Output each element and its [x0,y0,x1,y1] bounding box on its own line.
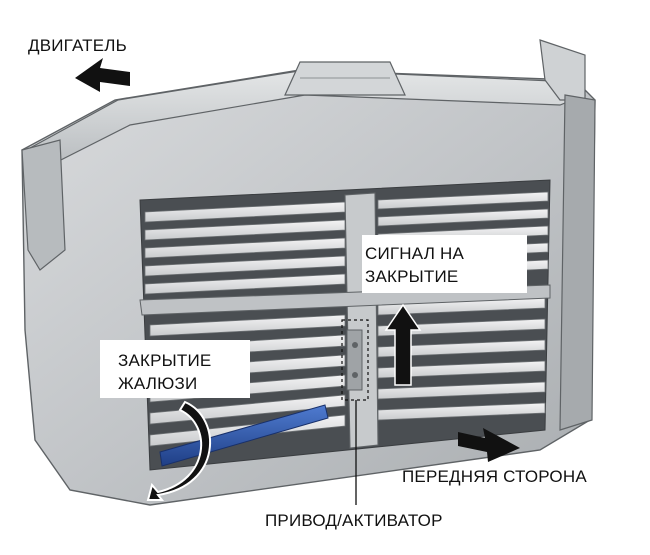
engine-direction-arrow [75,58,130,92]
front-side-label: ПЕРЕДНЯЯ СТОРОНА [402,467,587,486]
louver-slat [377,208,549,227]
shutter-close-label-line2: ЖАЛЮЗИ [118,374,198,393]
louver-slat [377,360,546,379]
louver-slat [377,381,546,400]
signal-close-label-line2: ЗАКРЫТИЕ [365,267,459,286]
frame-right-rail [559,94,596,431]
signal-label-box [362,235,527,293]
engine-label: ДВИГАТЕЛЬ [28,36,127,55]
louver-slat [149,314,346,337]
shutter-close-label-line1: ЗАКРЫТИЕ [118,351,212,370]
actuator-body [346,329,363,391]
louver-slat [377,339,546,358]
shutter-label-box [100,340,250,398]
signal-close-arrow [384,303,422,386]
shutter-close-curved-arrow [146,400,212,501]
louver-slat [144,273,346,295]
louver-slat [144,237,346,259]
signal-close-label-line1: СИГНАЛ НА [365,244,464,263]
actuator-label: ПРИВОД/АКТИВАТОР [265,511,443,530]
louver-slat [144,255,346,277]
frame-left-bracket [21,139,66,271]
louver-slat [377,318,546,337]
actuator-outline [341,319,369,401]
louver-slat [377,191,549,210]
louver-slat [144,219,346,241]
front-direction-arrow [458,428,520,462]
